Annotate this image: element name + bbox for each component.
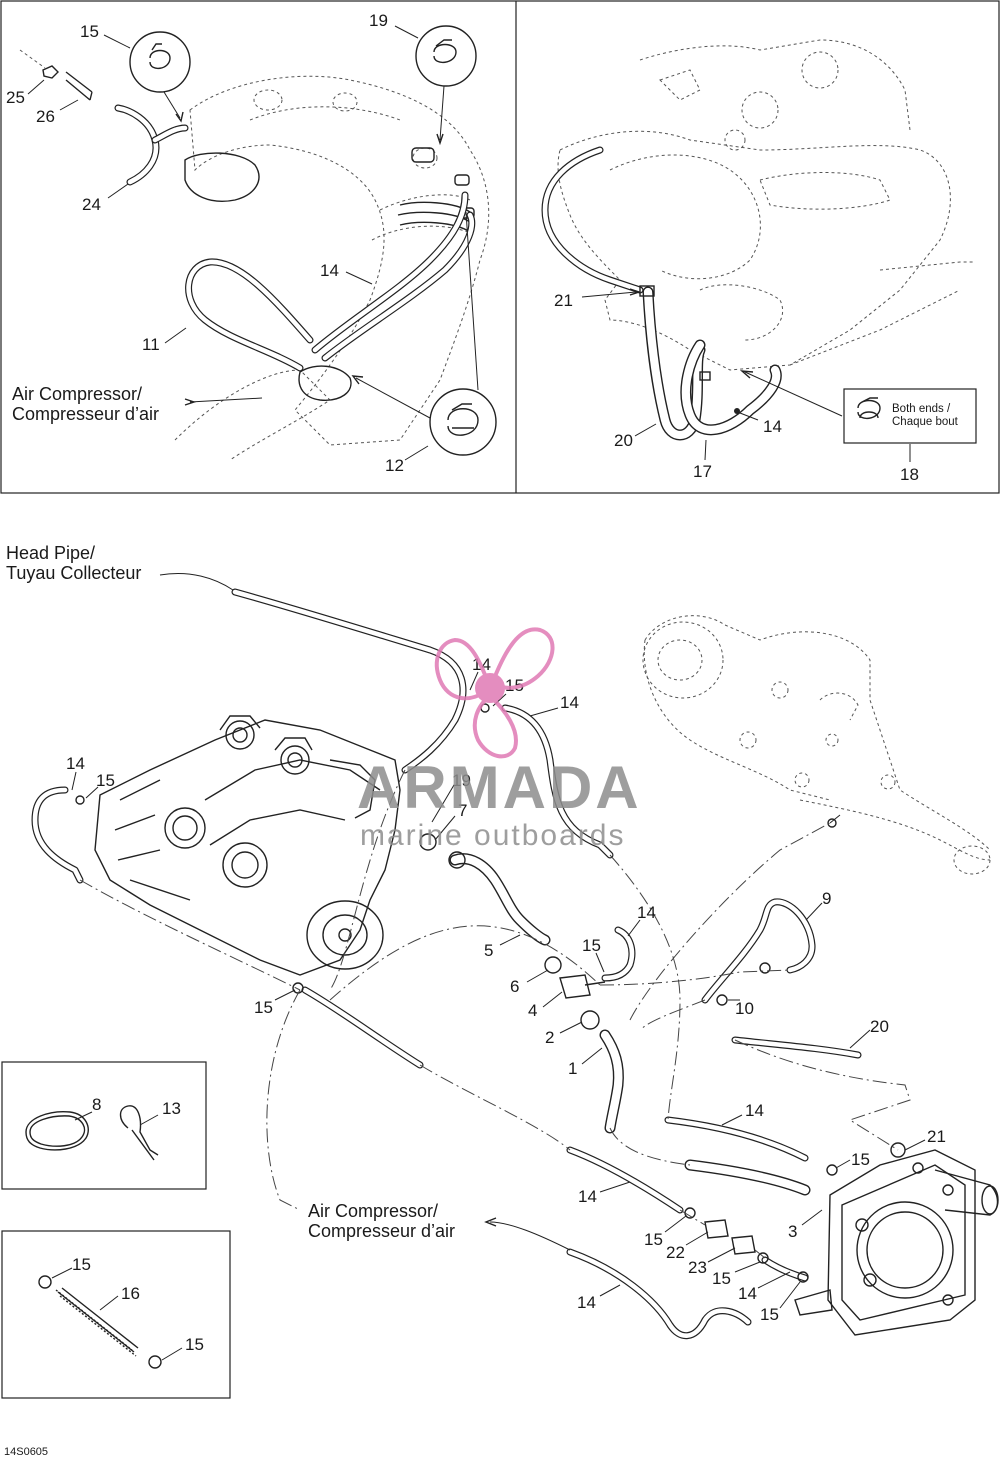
head-pipe-note-line-2: Tuyau Collecteur bbox=[6, 563, 141, 583]
label-3: 3 bbox=[788, 1222, 797, 1241]
head-pipe-note-line-1: Head Pipe/ bbox=[6, 543, 95, 563]
label-19: 19 bbox=[369, 11, 388, 30]
both-ends-callout: Both ends / Chaque bout bbox=[843, 388, 977, 444]
watermark-brand: ARMADA bbox=[357, 754, 642, 821]
inset-box-spring bbox=[1, 1230, 231, 1399]
seal-ring-icon bbox=[25, 1111, 89, 1151]
clamp-icon bbox=[129, 31, 191, 93]
label-20: 20 bbox=[870, 1017, 889, 1036]
air-compressor-note-main-line-2: Compresseur d’air bbox=[308, 1221, 455, 1241]
label-7: 7 bbox=[458, 801, 467, 820]
label-14: 14 bbox=[320, 261, 339, 280]
air-compressor-note-top-line-2: Compresseur d’air bbox=[12, 404, 159, 424]
label-10: 10 bbox=[735, 999, 754, 1018]
label-9: 9 bbox=[822, 889, 831, 908]
label-14: 14 bbox=[577, 1293, 596, 1312]
label-15: 15 bbox=[712, 1269, 731, 1288]
diagram-code: 14S0605 bbox=[4, 1446, 48, 1458]
label-12: 12 bbox=[385, 456, 404, 475]
label-15: 15 bbox=[760, 1305, 779, 1324]
label-19: 19 bbox=[452, 771, 471, 790]
fitting-23-shape bbox=[731, 1235, 756, 1255]
label-21: 21 bbox=[554, 291, 573, 310]
label-25: 25 bbox=[6, 88, 25, 107]
label-14: 14 bbox=[560, 693, 579, 712]
label-11: 11 bbox=[142, 335, 160, 354]
main-phantom-lines bbox=[79, 769, 911, 1259]
label-14: 14 bbox=[578, 1187, 597, 1206]
top-right-leaders bbox=[581, 288, 911, 462]
label-17: 17 bbox=[693, 462, 712, 481]
label-21: 21 bbox=[927, 1127, 946, 1146]
muffler-outline bbox=[642, 615, 991, 875]
both-ends-line-1: Both ends / bbox=[892, 403, 951, 415]
clamp-icon bbox=[415, 25, 477, 87]
label-16: 16 bbox=[121, 1284, 140, 1303]
label-14: 14 bbox=[745, 1101, 764, 1120]
fitting-25-shape bbox=[42, 65, 59, 79]
clamp-icon bbox=[857, 397, 881, 419]
connection-notes: Air Compressor/ Compresseur d’air Head P… bbox=[6, 384, 455, 1241]
label-6: 6 bbox=[510, 977, 519, 996]
label-20: 20 bbox=[614, 431, 633, 450]
fitting-22-shape bbox=[704, 1219, 729, 1239]
label-15: 15 bbox=[254, 998, 273, 1017]
label-5: 5 bbox=[484, 941, 493, 960]
main-hoses bbox=[31, 588, 906, 1340]
air-compressor-note-top-line-1: Air Compressor/ bbox=[12, 384, 142, 404]
label-2: 2 bbox=[545, 1028, 554, 1047]
air-compressor-note-main-line-1: Air Compressor/ bbox=[308, 1201, 438, 1221]
label-15: 15 bbox=[185, 1335, 204, 1354]
engine-top-view bbox=[541, 39, 975, 441]
label-1: 1 bbox=[568, 1059, 577, 1078]
engine-main bbox=[94, 715, 401, 976]
label-13: 13 bbox=[162, 1099, 181, 1118]
jet-pump-housing bbox=[794, 1149, 999, 1336]
spring-icon bbox=[38, 1275, 162, 1369]
inset-leaders-1 bbox=[74, 1111, 159, 1126]
label-15: 15 bbox=[582, 936, 601, 955]
inset-leaders-2 bbox=[51, 1267, 183, 1361]
label-18: 18 bbox=[900, 465, 919, 484]
clamp-icon bbox=[429, 388, 497, 456]
label-14: 14 bbox=[637, 903, 656, 922]
label-14: 14 bbox=[763, 417, 782, 436]
hose-clip-icon bbox=[119, 1105, 159, 1161]
top-left-leaders bbox=[27, 25, 479, 461]
label-15: 15 bbox=[80, 22, 99, 41]
label-24: 24 bbox=[82, 195, 101, 214]
label-26: 26 bbox=[36, 107, 55, 126]
label-14: 14 bbox=[66, 754, 85, 773]
part-number-labels: 15 19 25 26 24 14 11 12 21 20 14 17 18 1… bbox=[6, 11, 946, 1354]
top-left-hoses bbox=[19, 49, 476, 372]
label-15: 15 bbox=[72, 1255, 91, 1274]
label-8: 8 bbox=[92, 1095, 101, 1114]
inset-box-seal-clip bbox=[1, 1061, 207, 1190]
watermark-tagline: marine outboards bbox=[360, 819, 625, 852]
label-15: 15 bbox=[851, 1150, 870, 1169]
label-14: 14 bbox=[738, 1284, 757, 1303]
label-15: 15 bbox=[96, 771, 115, 790]
both-ends-line-2: Chaque bout bbox=[892, 416, 959, 428]
panel-frames bbox=[0, 0, 1000, 1399]
watermark: ARMADA marine outboards bbox=[357, 627, 642, 852]
main-arrows bbox=[159, 572, 841, 1251]
label-23: 23 bbox=[688, 1258, 707, 1277]
main-leaders bbox=[71, 671, 926, 1309]
label-22: 22 bbox=[666, 1243, 685, 1262]
propeller-logo-icon bbox=[434, 627, 555, 759]
top-panels-frame bbox=[0, 0, 1000, 494]
label-4: 4 bbox=[528, 1001, 537, 1020]
label-15: 15 bbox=[644, 1230, 663, 1249]
